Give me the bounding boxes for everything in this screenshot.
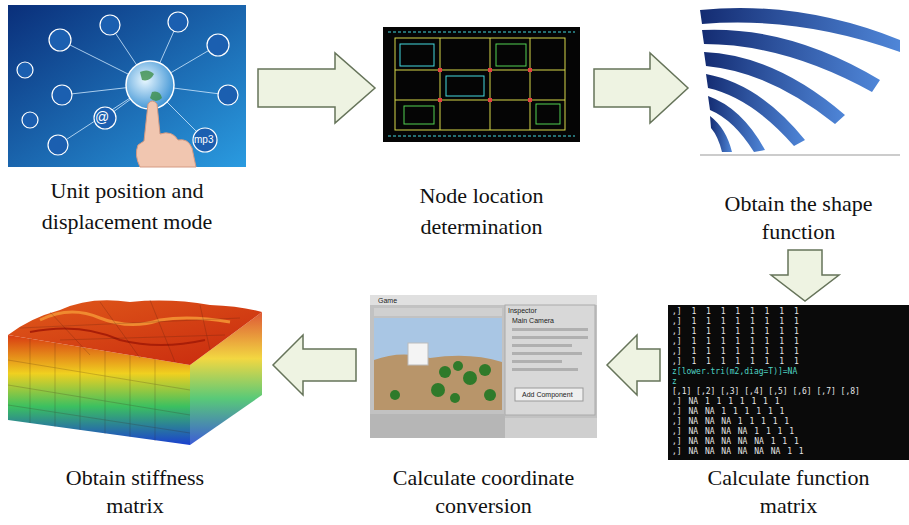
console-code: z [672, 378, 677, 386]
step-caption: Obtain stiffness matrix [40, 464, 230, 520]
ui-text: Main Camera [512, 317, 554, 324]
console-line: ,] NA NA NA NA NA 1 1 1 [672, 438, 799, 446]
block-arrow [594, 53, 688, 123]
block-arrow [607, 335, 660, 395]
console-line: ,] 1 1 1 1 1 1 1 1 [672, 338, 799, 346]
process-step: Unit position and displacement mode [8, 5, 246, 237]
console-line: ,] 1 1 1 1 1 1 1 1 [672, 308, 799, 316]
image-area [692, 0, 905, 160]
console-line: ,] 1 1 1 1 1 1 1 1 [672, 358, 799, 366]
process-step: Node location determination [383, 27, 580, 242]
image-area [370, 295, 597, 438]
console-line: [,1] [,2] [,3] [,4] [,5] [,6] [,7] [,8] [672, 388, 860, 396]
console-line: ,] 1 1 1 1 1 1 1 1 [672, 348, 799, 356]
terrain-mesh-illustration [8, 300, 262, 445]
console-illustration [668, 305, 909, 460]
ui-text: Game [378, 297, 397, 304]
console-line: ,] 1 1 1 1 1 1 1 1 [672, 328, 799, 336]
step-caption: Obtain the shape function [692, 190, 905, 246]
step-caption: Unit position and displacement mode [8, 175, 246, 237]
console-code: z[lower.tri(m2,diag=T)]=NA [672, 368, 797, 376]
cad-plan-illustration [383, 27, 580, 142]
step-caption: Calculate function matrix [689, 464, 889, 520]
icon-symbol: @ [95, 110, 109, 124]
block-arrow [771, 250, 839, 301]
block-arrow [273, 335, 356, 395]
ui-text: Add Component [522, 391, 573, 398]
console-line: ,] NA NA 1 1 1 1 1 1 [672, 408, 784, 416]
shape-function-illustration [692, 0, 905, 160]
console-line: ,] NA NA NA 1 1 1 1 1 [672, 418, 789, 426]
console-line: ,] NA 1 1 1 1 1 1 1 [672, 398, 780, 406]
console-line: ,] 1 1 1 1 1 1 1 1 [672, 318, 799, 326]
image-area [5, 295, 265, 445]
ui-text: Inspector [508, 307, 537, 314]
console-line: ,] NA NA NA NA NA NA 1 1 [672, 448, 804, 456]
network-illustration [8, 5, 246, 167]
step-caption: Calculate coordinate conversion [370, 464, 597, 520]
unity-editor-illustration [370, 295, 597, 438]
console-line: ,] NA NA NA NA 1 1 1 1 [672, 428, 794, 436]
process-step: Calculate coordinate conversion [370, 295, 597, 520]
process-step: Obtain stiffness matrix [5, 295, 265, 520]
icon-symbol: mp3 [194, 135, 213, 145]
image-area [383, 27, 580, 142]
step-caption: Node location determination [383, 180, 580, 242]
process-step: Obtain the shape function [692, 0, 905, 246]
block-arrow [258, 53, 375, 123]
